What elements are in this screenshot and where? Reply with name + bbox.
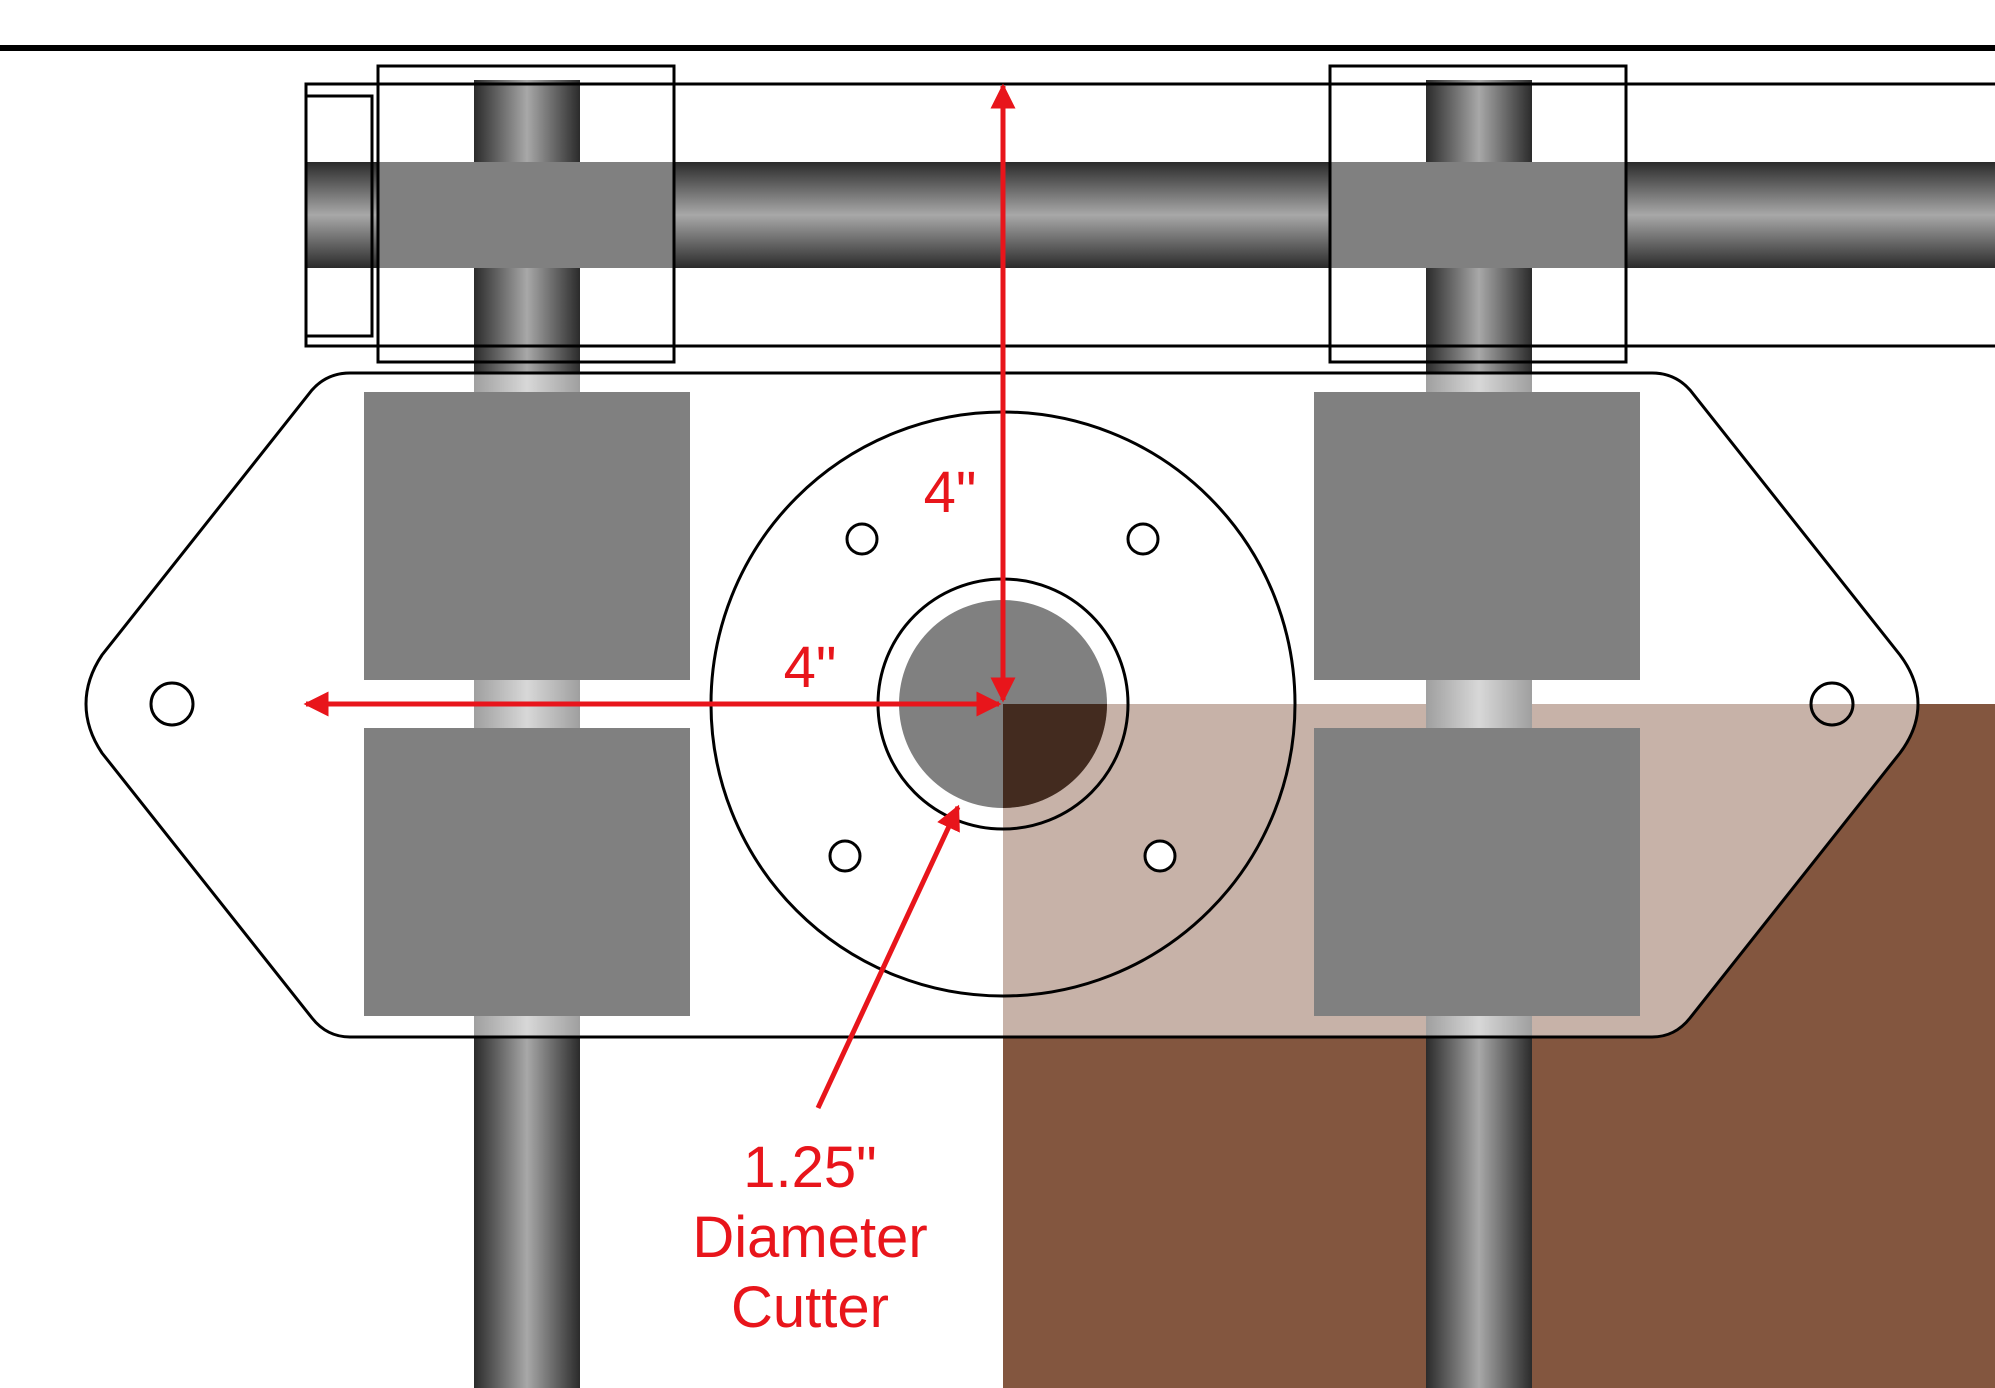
rail-end-cap [304, 94, 374, 338]
right-carriage-block [1330, 162, 1626, 268]
cutter-leader-arrow [815, 804, 961, 1110]
cutter-diameter-label: Diameter [692, 1205, 927, 1270]
cutter-word-label: Cutter [731, 1275, 889, 1340]
bearing-block-bottom-right [1314, 728, 1640, 1016]
base-screw-hole [1126, 522, 1160, 556]
bearing-block-top-right [1314, 392, 1640, 680]
left-carriage-frame [376, 64, 676, 364]
bearing-block-bottom-left [364, 728, 690, 1016]
base-screw-hole [845, 522, 879, 556]
base-screw-hole [828, 839, 862, 873]
right-carriage-frame [1328, 64, 1628, 364]
plate-hole-left [149, 681, 195, 727]
horizontal-dimension-label: 4" [784, 635, 837, 700]
base-screw-hole [1143, 839, 1177, 873]
cutter-size-label: 1.25" [743, 1135, 876, 1200]
vertical-dimension-label: 4" [924, 460, 977, 525]
left-carriage-block [378, 162, 674, 268]
plate-hole-right [1809, 681, 1855, 727]
bearing-block-top-left [364, 392, 690, 680]
router-hub [899, 600, 1107, 808]
